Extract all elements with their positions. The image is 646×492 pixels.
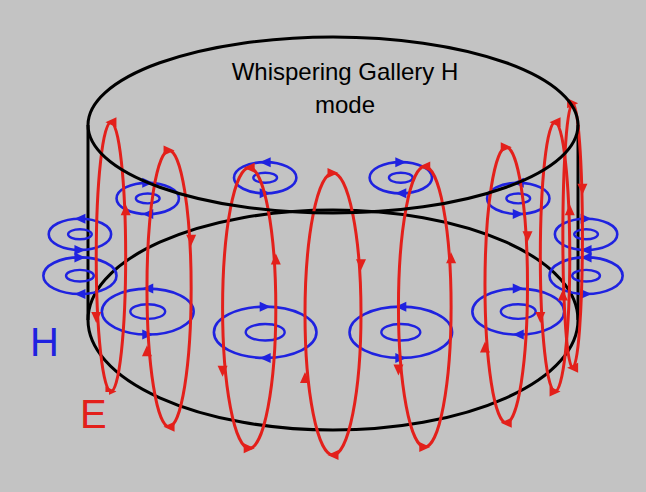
h-loop <box>370 162 432 193</box>
cylinder-base <box>88 210 578 430</box>
field-arrowhead <box>577 184 587 195</box>
field-arrowhead <box>356 259 366 270</box>
e-field-loops <box>91 98 587 460</box>
h-field-label: H <box>28 320 61 364</box>
h-loop-inner <box>66 270 94 282</box>
field-arrowhead <box>567 363 578 373</box>
field-arrowhead <box>244 163 255 173</box>
field-arrowhead <box>550 386 561 396</box>
field-arrowhead <box>395 157 406 167</box>
cylinder-top-face: Whispering Gallery H mode <box>88 37 578 213</box>
h-loop <box>234 162 296 193</box>
h-loop-inner <box>572 270 600 282</box>
field-arrowhead <box>550 117 561 127</box>
field-arrowhead <box>328 168 339 178</box>
h-loop-inner <box>136 193 160 203</box>
field-arrowhead <box>271 253 281 264</box>
field-arrowhead <box>501 418 512 428</box>
field-arrowhead <box>260 353 271 363</box>
h-loop-inner <box>574 229 598 239</box>
field-arrowhead <box>74 214 85 224</box>
h-loop-inner <box>389 173 413 183</box>
field-arrowhead <box>480 342 490 353</box>
field-arrowhead <box>523 231 533 242</box>
field-arrowhead <box>513 209 524 219</box>
top-ellipse <box>88 37 578 213</box>
h-loop <box>43 257 116 294</box>
field-arrowhead <box>446 252 456 263</box>
field-arrowhead <box>164 422 175 432</box>
h-loop-inner <box>246 324 285 340</box>
h-loop-inner <box>68 229 92 239</box>
mode-title: Whispering Gallery H mode <box>230 55 460 121</box>
field-arrowhead <box>105 117 116 127</box>
h-loop <box>549 257 622 294</box>
field-arrowhead <box>558 290 568 301</box>
h-loop <box>49 219 111 250</box>
field-arrowhead <box>218 366 228 377</box>
field-arrowhead <box>260 157 271 167</box>
field-arrowhead <box>395 188 406 198</box>
field-arrowhead <box>260 302 271 312</box>
field-arrowhead <box>74 289 85 299</box>
h-loop-inner <box>501 304 536 319</box>
field-arrowhead <box>142 345 152 356</box>
field-arrowhead <box>300 372 310 383</box>
h-field-loops <box>43 157 622 363</box>
field-arrowhead <box>535 312 545 323</box>
field-arrowhead <box>419 162 430 172</box>
field-arrowhead <box>565 204 575 215</box>
e-loop <box>305 173 361 455</box>
e-field-label: E <box>78 392 109 436</box>
field-arrowhead <box>393 364 403 375</box>
field-arrowhead <box>328 450 339 460</box>
field-arrowhead <box>186 235 196 246</box>
h-loop <box>214 307 317 358</box>
cylinder-side <box>87 125 90 320</box>
field-arrowhead <box>74 245 85 255</box>
field-arrowhead <box>91 312 101 323</box>
cylinder-outline <box>88 125 578 430</box>
h-loop-inner <box>506 193 530 203</box>
field-arrowhead <box>121 204 131 215</box>
field-arrowhead <box>513 330 524 340</box>
field-arrowhead <box>164 145 175 155</box>
field-arrowhead <box>513 284 524 294</box>
field-arrowhead <box>244 443 255 453</box>
h-loop-inner <box>381 324 420 340</box>
field-arrowhead <box>501 142 512 152</box>
field-arrowhead <box>419 442 430 452</box>
